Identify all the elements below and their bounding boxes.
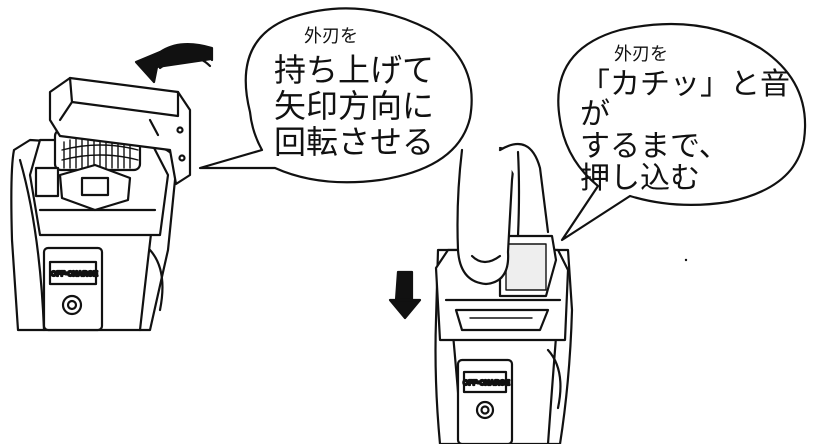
- bubble-right-outline: [557, 22, 807, 242]
- bubble-left-line-2: 矢印方向に: [274, 87, 435, 125]
- bubble-left-line-3: 回転させる: [274, 123, 435, 161]
- bubble-left-text: 外刃を 持ち上げて 矢印方向に 回転させる: [274, 28, 434, 162]
- bubble-right-line-2: するまで、: [580, 129, 729, 164]
- right-shaver: [388, 142, 574, 444]
- bubble-right-line-1: 「カチッ」と音が: [580, 67, 790, 132]
- bubble-right-text: 外刃を 「カチッ」と音が するまで、 押し込む: [580, 46, 816, 196]
- bubble-left-caption: 外刃を: [304, 26, 358, 47]
- bubble-left-outline: [198, 7, 473, 184]
- left-shaver: [10, 43, 214, 332]
- bubble-left-line-1: 持ち上げて: [274, 51, 435, 89]
- bubble-right-line-3: 押し込む: [580, 161, 700, 196]
- bubble-right-caption: 外刃を: [614, 44, 668, 65]
- right-switch-label: OFF•CHARGE: [463, 380, 510, 387]
- left-switch-label: OFF•CHARGE: [51, 271, 98, 278]
